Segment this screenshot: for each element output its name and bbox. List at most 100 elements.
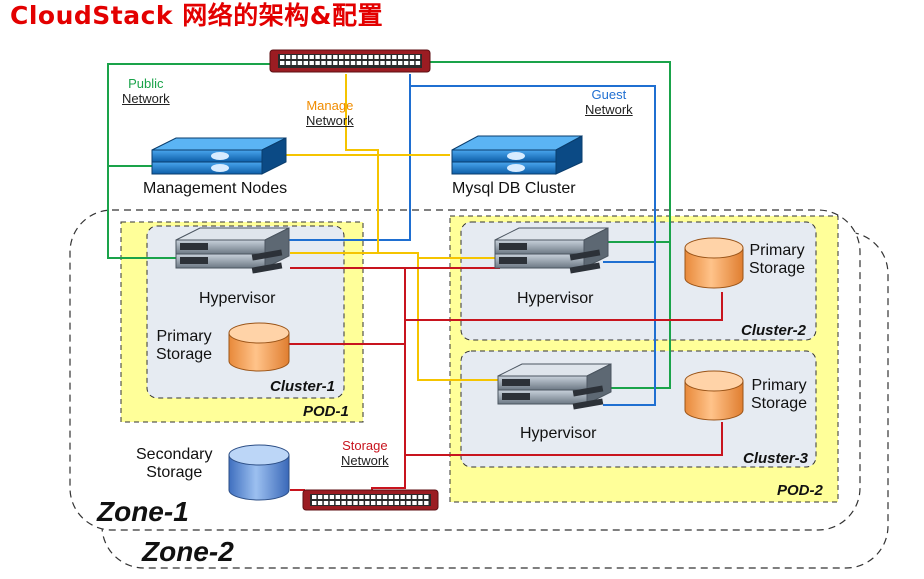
primary-storage-3-label: Primary Storage — [751, 377, 807, 414]
switch-port — [341, 495, 346, 499]
switch-port — [285, 61, 291, 65]
guest-network-label: Guest Network — [585, 87, 633, 118]
switch-port — [424, 501, 429, 505]
switch-port — [344, 55, 350, 59]
switch-port — [285, 55, 291, 59]
primary-storage-2-label-line2: Storage — [749, 260, 806, 278]
switch-port — [412, 495, 417, 499]
zone-2-label: Zone-2 — [142, 536, 234, 567]
switch-port — [350, 61, 356, 65]
switch-port — [333, 55, 338, 59]
switch-port — [315, 61, 320, 65]
switch-port — [362, 55, 367, 59]
switch-port — [380, 61, 385, 65]
switch-port — [406, 501, 411, 505]
switch-port — [409, 55, 415, 59]
public-network-lines — [107, 61, 671, 389]
switch-port — [382, 501, 388, 505]
secondary-storage-label: Secondary Storage — [136, 446, 213, 483]
primary-storage-1-icon — [228, 322, 290, 372]
switch-port — [303, 55, 308, 59]
manage-network-label-line1: Manage — [306, 98, 354, 113]
switch-port — [374, 55, 379, 59]
switch-port — [333, 61, 338, 65]
cluster-3-label: Cluster-3 — [743, 450, 809, 467]
manage-network-label: Manage Network — [306, 98, 354, 129]
storage-network-label-line1: Storage — [342, 438, 388, 453]
primary-storage-3-label-line1: Primary — [751, 377, 807, 394]
primary-storage-2-label-line1: Primary — [749, 242, 805, 259]
switch-port — [335, 501, 340, 505]
switch-port — [327, 61, 332, 65]
switch-port — [403, 55, 409, 59]
switch-port — [376, 501, 382, 505]
switch-port — [406, 495, 411, 499]
switch-port — [392, 61, 397, 65]
hypervisor-2-icon — [494, 227, 609, 274]
switch-port — [329, 501, 335, 505]
guest-network-label-line1: Guest — [591, 87, 627, 102]
switch-port — [382, 495, 388, 499]
switch-port — [374, 61, 379, 65]
switch-port — [371, 495, 376, 499]
switch-port — [317, 501, 323, 505]
switch-port — [415, 61, 421, 65]
switch-port — [353, 501, 358, 505]
hypervisor-2-label: Hypervisor — [517, 290, 594, 307]
switch-port — [380, 55, 385, 59]
management-server-icon — [151, 137, 287, 175]
guest-network-lines — [285, 74, 656, 406]
cluster-2-label: Cluster-2 — [741, 322, 807, 339]
switch-port — [386, 55, 391, 59]
switch-port — [303, 61, 308, 65]
switch-port — [297, 55, 303, 59]
management-nodes-label: Management Nodes — [143, 180, 288, 197]
switch-port — [362, 61, 367, 65]
cluster-1-label: Cluster-1 — [270, 378, 336, 395]
switch-port — [365, 495, 370, 499]
switch-port — [388, 501, 394, 505]
switch-port — [297, 61, 303, 65]
switch-port — [386, 61, 391, 65]
switch-port — [365, 501, 370, 505]
switch-port — [398, 55, 403, 59]
switch-port — [329, 495, 335, 499]
storage-network-label-line2: Network — [341, 452, 389, 468]
switch-port — [359, 501, 364, 505]
switch-port — [323, 501, 329, 505]
secondary-storage-label-line2: Storage — [146, 464, 203, 482]
switch-port — [335, 495, 340, 499]
switch-port — [339, 55, 344, 59]
switch-port — [400, 501, 405, 505]
public-network-label: Public Network — [122, 76, 170, 107]
switch-port — [350, 55, 356, 59]
core-switch-icon — [269, 49, 431, 73]
switch-port — [400, 495, 405, 499]
switch-port — [315, 55, 320, 59]
switch-port — [323, 495, 329, 499]
storage-switch-icon — [302, 489, 439, 511]
pod-2-label: POD-2 — [777, 482, 823, 499]
switch-port — [359, 495, 364, 499]
switch-port — [418, 501, 423, 505]
switch-port — [376, 495, 382, 499]
switch-port — [347, 495, 352, 499]
primary-storage-1-label-line1: Primary — [156, 328, 212, 345]
guest-network-label-line2: Network — [585, 101, 633, 117]
switch-port — [280, 55, 285, 59]
switch-port — [339, 61, 344, 65]
switch-port — [409, 61, 415, 65]
manage-network-label-line2: Network — [306, 112, 354, 128]
switch-port — [280, 61, 285, 65]
switch-port — [394, 501, 399, 505]
switch-port — [398, 61, 403, 65]
public-network-label-line2: Network — [122, 90, 170, 106]
hypervisor-3-icon — [497, 363, 612, 410]
switch-port — [309, 55, 314, 59]
switch-port — [424, 495, 429, 499]
public-network-label-line1: Public — [128, 76, 164, 91]
switch-port — [356, 55, 362, 59]
hypervisor-1-label: Hypervisor — [199, 290, 276, 307]
mysql-cluster-label: Mysql DB Cluster — [452, 180, 576, 197]
